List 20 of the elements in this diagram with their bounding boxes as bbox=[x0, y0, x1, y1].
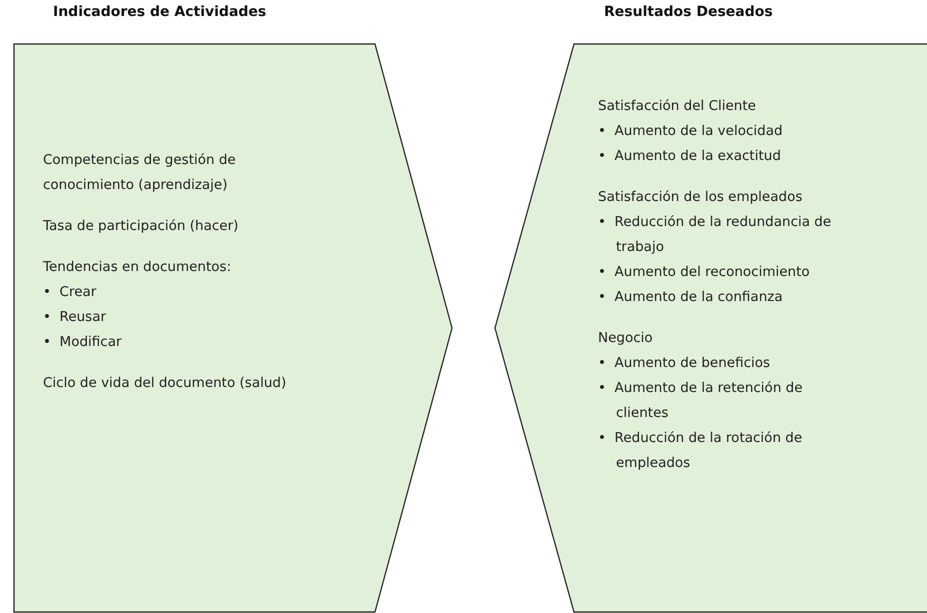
text-line: Negocio bbox=[598, 329, 654, 348]
text-line: Satisfacción del Cliente bbox=[598, 97, 757, 116]
bullet-item: • Aumento del reconocimiento bbox=[598, 263, 811, 282]
bullet-item: • Aumento de la retención de clientes bbox=[598, 379, 804, 423]
bullet-item: • Aumento de la velocidad bbox=[598, 122, 784, 141]
bullet-item: • Aumento de beneficios bbox=[598, 354, 772, 373]
text-line: Competencias de gestión de conocimiento (aprendizaje) bbox=[43, 151, 237, 195]
bullet-item: • Aumento de la confianza bbox=[598, 288, 784, 307]
column-heading: Indicadores de Actividades bbox=[53, 4, 266, 20]
text-line: Tasa de participación (hacer) bbox=[43, 217, 240, 236]
bullet-item: • Crear bbox=[43, 283, 98, 302]
text-line: Satisfacción de los empleados bbox=[598, 188, 804, 207]
bullet-item: • Aumento de la exactitud bbox=[598, 147, 782, 166]
bullet-item: • Reducción de la redundancia de trabajo bbox=[598, 213, 832, 257]
column-heading: Resultados Deseados bbox=[604, 4, 773, 20]
bullet-item: • Modificar bbox=[43, 333, 123, 352]
bullet-item: • Reusar bbox=[43, 308, 108, 327]
text-line: Ciclo de vida del documento (salud) bbox=[43, 374, 288, 393]
bullet-item: • Reducción de la rotación de empleados bbox=[598, 429, 804, 473]
text-line: Tendencias en documentos: bbox=[43, 258, 232, 277]
